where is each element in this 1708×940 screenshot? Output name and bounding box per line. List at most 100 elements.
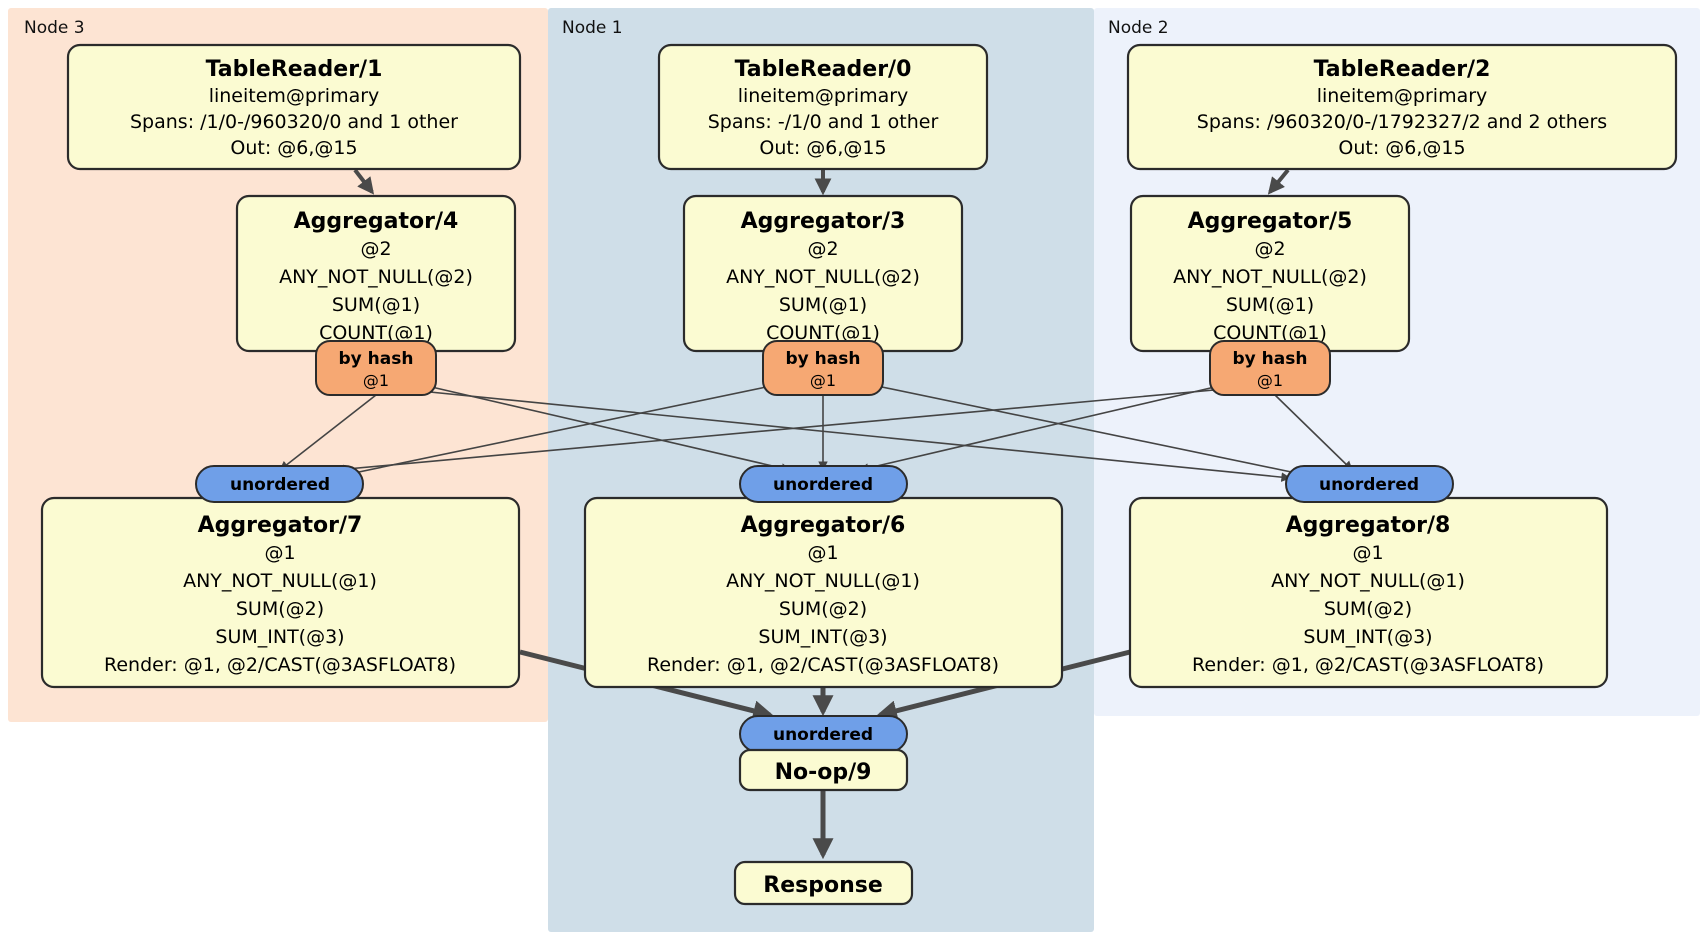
- aggregator-4-line-1: ANY_NOT_NULL(@2): [279, 266, 473, 288]
- by-hash-right-sublabel: @1: [1257, 371, 1283, 390]
- by-hash-center-pill[interactable]: [762, 340, 884, 396]
- aggregator-8-line-1: ANY_NOT_NULL(@1): [1271, 570, 1465, 592]
- processor-noop-9[interactable]: No-op/9: [738, 748, 909, 792]
- aggregator-5-line-1: ANY_NOT_NULL(@2): [1173, 266, 1367, 288]
- aggregator-5-line-0: @2: [1254, 238, 1285, 260]
- tablereader-1-line-2: Out: @6,@15: [230, 137, 357, 159]
- aggregator-6-line-0: @1: [807, 542, 838, 564]
- aggregator-7-line-3: SUM_INT(@3): [215, 626, 344, 648]
- aggregator-8-line-4: Render: @1, @2/CAST(@3ASFLOAT8): [1192, 654, 1544, 676]
- aggregator-5-line-3: COUNT(@1): [1213, 322, 1327, 344]
- aggregator-5-line-2: SUM(@1): [1226, 294, 1314, 316]
- tablereader-0-line-1: Spans: -/1/0 and 1 other: [708, 111, 939, 133]
- badge-by-hash-center[interactable]: by hash @1: [762, 340, 884, 396]
- by-hash-left-label: by hash: [339, 349, 414, 369]
- unordered-center-label: unordered: [773, 475, 873, 495]
- tablereader-0-line-2: Out: @6,@15: [759, 137, 886, 159]
- processor-tablereader-2[interactable]: TableReader/2 lineitem@primary Spans: /9…: [1126, 43, 1678, 171]
- aggregator-6-line-2: SUM(@2): [779, 598, 867, 620]
- aggregator-3-title: Aggregator/3: [741, 209, 906, 234]
- unordered-final-label: unordered: [773, 725, 873, 745]
- tablereader-2-line-0: lineitem@primary: [1317, 85, 1488, 107]
- response-box[interactable]: [733, 860, 914, 906]
- badge-by-hash-right[interactable]: by hash @1: [1209, 340, 1331, 396]
- aggregator-6-title: Aggregator/6: [741, 513, 906, 538]
- node2-panel-label: Node 2: [1108, 18, 1169, 38]
- by-hash-center-label: by hash: [786, 349, 861, 369]
- processor-aggregator-3[interactable]: Aggregator/3 @2 ANY_NOT_NULL(@2) SUM(@1)…: [682, 194, 964, 353]
- aggregator-8-line-0: @1: [1352, 542, 1383, 564]
- by-hash-left-sublabel: @1: [363, 371, 389, 390]
- badge-unordered-final[interactable]: unordered: [739, 715, 908, 753]
- unordered-center-pill[interactable]: [739, 465, 908, 503]
- aggregator-4-line-0: @2: [360, 238, 391, 260]
- unordered-left-pill[interactable]: [195, 465, 364, 503]
- tablereader-2-line-1: Spans: /960320/0-/1792327/2 and 2 others: [1197, 111, 1607, 133]
- aggregator-7-line-0: @1: [264, 542, 295, 564]
- processor-aggregator-5[interactable]: Aggregator/5 @2 ANY_NOT_NULL(@2) SUM(@1)…: [1129, 194, 1411, 353]
- processor-aggregator-8[interactable]: Aggregator/8 @1 ANY_NOT_NULL(@1) SUM(@2)…: [1128, 496, 1609, 689]
- aggregator-7-line-4: Render: @1, @2/CAST(@3ASFLOAT8): [104, 654, 456, 676]
- aggregator-3-line-2: SUM(@1): [779, 294, 867, 316]
- unordered-right-label: unordered: [1319, 475, 1419, 495]
- processor-aggregator-4[interactable]: Aggregator/4 @2 ANY_NOT_NULL(@2) SUM(@1)…: [235, 194, 517, 353]
- tablereader-2-title: TableReader/2: [1314, 57, 1491, 82]
- aggregator-4-line-3: COUNT(@1): [319, 322, 433, 344]
- processor-tablereader-1[interactable]: TableReader/1 lineitem@primary Spans: /1…: [66, 43, 522, 171]
- by-hash-right-label: by hash: [1233, 349, 1308, 369]
- by-hash-right-pill[interactable]: [1209, 340, 1331, 396]
- noop-9-title: No-op/9: [775, 760, 872, 785]
- edge-hashcenter-unorderedleft: [329, 381, 791, 481]
- edge-hashright-unorderedright: [1274, 394, 1353, 471]
- tablereader-0-line-0: lineitem@primary: [738, 85, 909, 107]
- edge-tr2-agg5: [1267, 168, 1290, 195]
- processor-aggregator-6[interactable]: Aggregator/6 @1 ANY_NOT_NULL(@1) SUM(@2)…: [583, 496, 1064, 689]
- badge-unordered-center[interactable]: unordered: [739, 465, 908, 503]
- tablereader-0-box[interactable]: [657, 43, 989, 171]
- aggregator-8-line-3: SUM_INT(@3): [1303, 626, 1432, 648]
- tablereader-1-title: TableReader/1: [206, 57, 383, 82]
- by-hash-left-pill[interactable]: [315, 340, 437, 396]
- node3-panel-label: Node 3: [24, 18, 85, 38]
- tablereader-2-box[interactable]: [1126, 43, 1678, 171]
- edge-hashright-unorderedleft: [335, 387, 1237, 474]
- aggregator-7-line-1: ANY_NOT_NULL(@1): [183, 570, 377, 592]
- processor-response[interactable]: Response: [733, 860, 914, 906]
- badge-unordered-right[interactable]: unordered: [1285, 465, 1454, 503]
- aggregator-5-title: Aggregator/5: [1188, 209, 1353, 234]
- edge-hashcenter-unorderedright: [857, 381, 1321, 481]
- aggregator-4-title: Aggregator/4: [294, 209, 459, 234]
- node1-panel-label: Node 1: [562, 18, 623, 38]
- edges-tablereader-to-aggregator: [353, 168, 1290, 196]
- processor-tablereader-0[interactable]: TableReader/0 lineitem@primary Spans: -/…: [657, 43, 989, 171]
- aggregator-6-line-1: ANY_NOT_NULL(@1): [726, 570, 920, 592]
- aggregator-7-title: Aggregator/7: [198, 513, 363, 538]
- edge-tr1-agg4: [353, 168, 375, 195]
- aggregator-6-line-3: SUM_INT(@3): [758, 626, 887, 648]
- tablereader-2-line-2: Out: @6,@15: [1338, 137, 1465, 159]
- processor-aggregator-7[interactable]: Aggregator/7 @1 ANY_NOT_NULL(@1) SUM(@2)…: [40, 496, 521, 689]
- unordered-left-label: unordered: [230, 475, 330, 495]
- edge-hashleft-unorderedright: [409, 389, 1291, 482]
- aggregator-7-line-2: SUM(@2): [236, 598, 324, 620]
- aggregator-8-line-2: SUM(@2): [1324, 598, 1412, 620]
- tablereader-1-line-0: lineitem@primary: [209, 85, 380, 107]
- aggregator-3-line-0: @2: [807, 238, 838, 260]
- edges-hash-to-unordered-mesh: [279, 381, 1353, 482]
- edge-hashright-unorderedcenter: [859, 381, 1237, 473]
- edge-hashleft-unorderedleft: [279, 394, 377, 471]
- tablereader-1-line-1: Spans: /1/0-/960320/0 and 1 other: [130, 111, 458, 133]
- aggregator-3-line-1: ANY_NOT_NULL(@2): [726, 266, 920, 288]
- aggregator-3-line-3: COUNT(@1): [766, 322, 880, 344]
- aggregator-6-line-4: Render: @1, @2/CAST(@3ASFLOAT8): [647, 654, 999, 676]
- badge-by-hash-left[interactable]: by hash @1: [315, 340, 437, 396]
- aggregator-4-line-2: SUM(@1): [332, 294, 420, 316]
- tablereader-0-title: TableReader/0: [735, 57, 912, 82]
- unordered-right-pill[interactable]: [1285, 465, 1454, 503]
- badge-unordered-left[interactable]: unordered: [195, 465, 364, 503]
- aggregator-8-title: Aggregator/8: [1286, 513, 1451, 538]
- tablereader-1-box[interactable]: [66, 43, 522, 171]
- noop-9-box[interactable]: [738, 748, 909, 792]
- response-title: Response: [763, 873, 883, 898]
